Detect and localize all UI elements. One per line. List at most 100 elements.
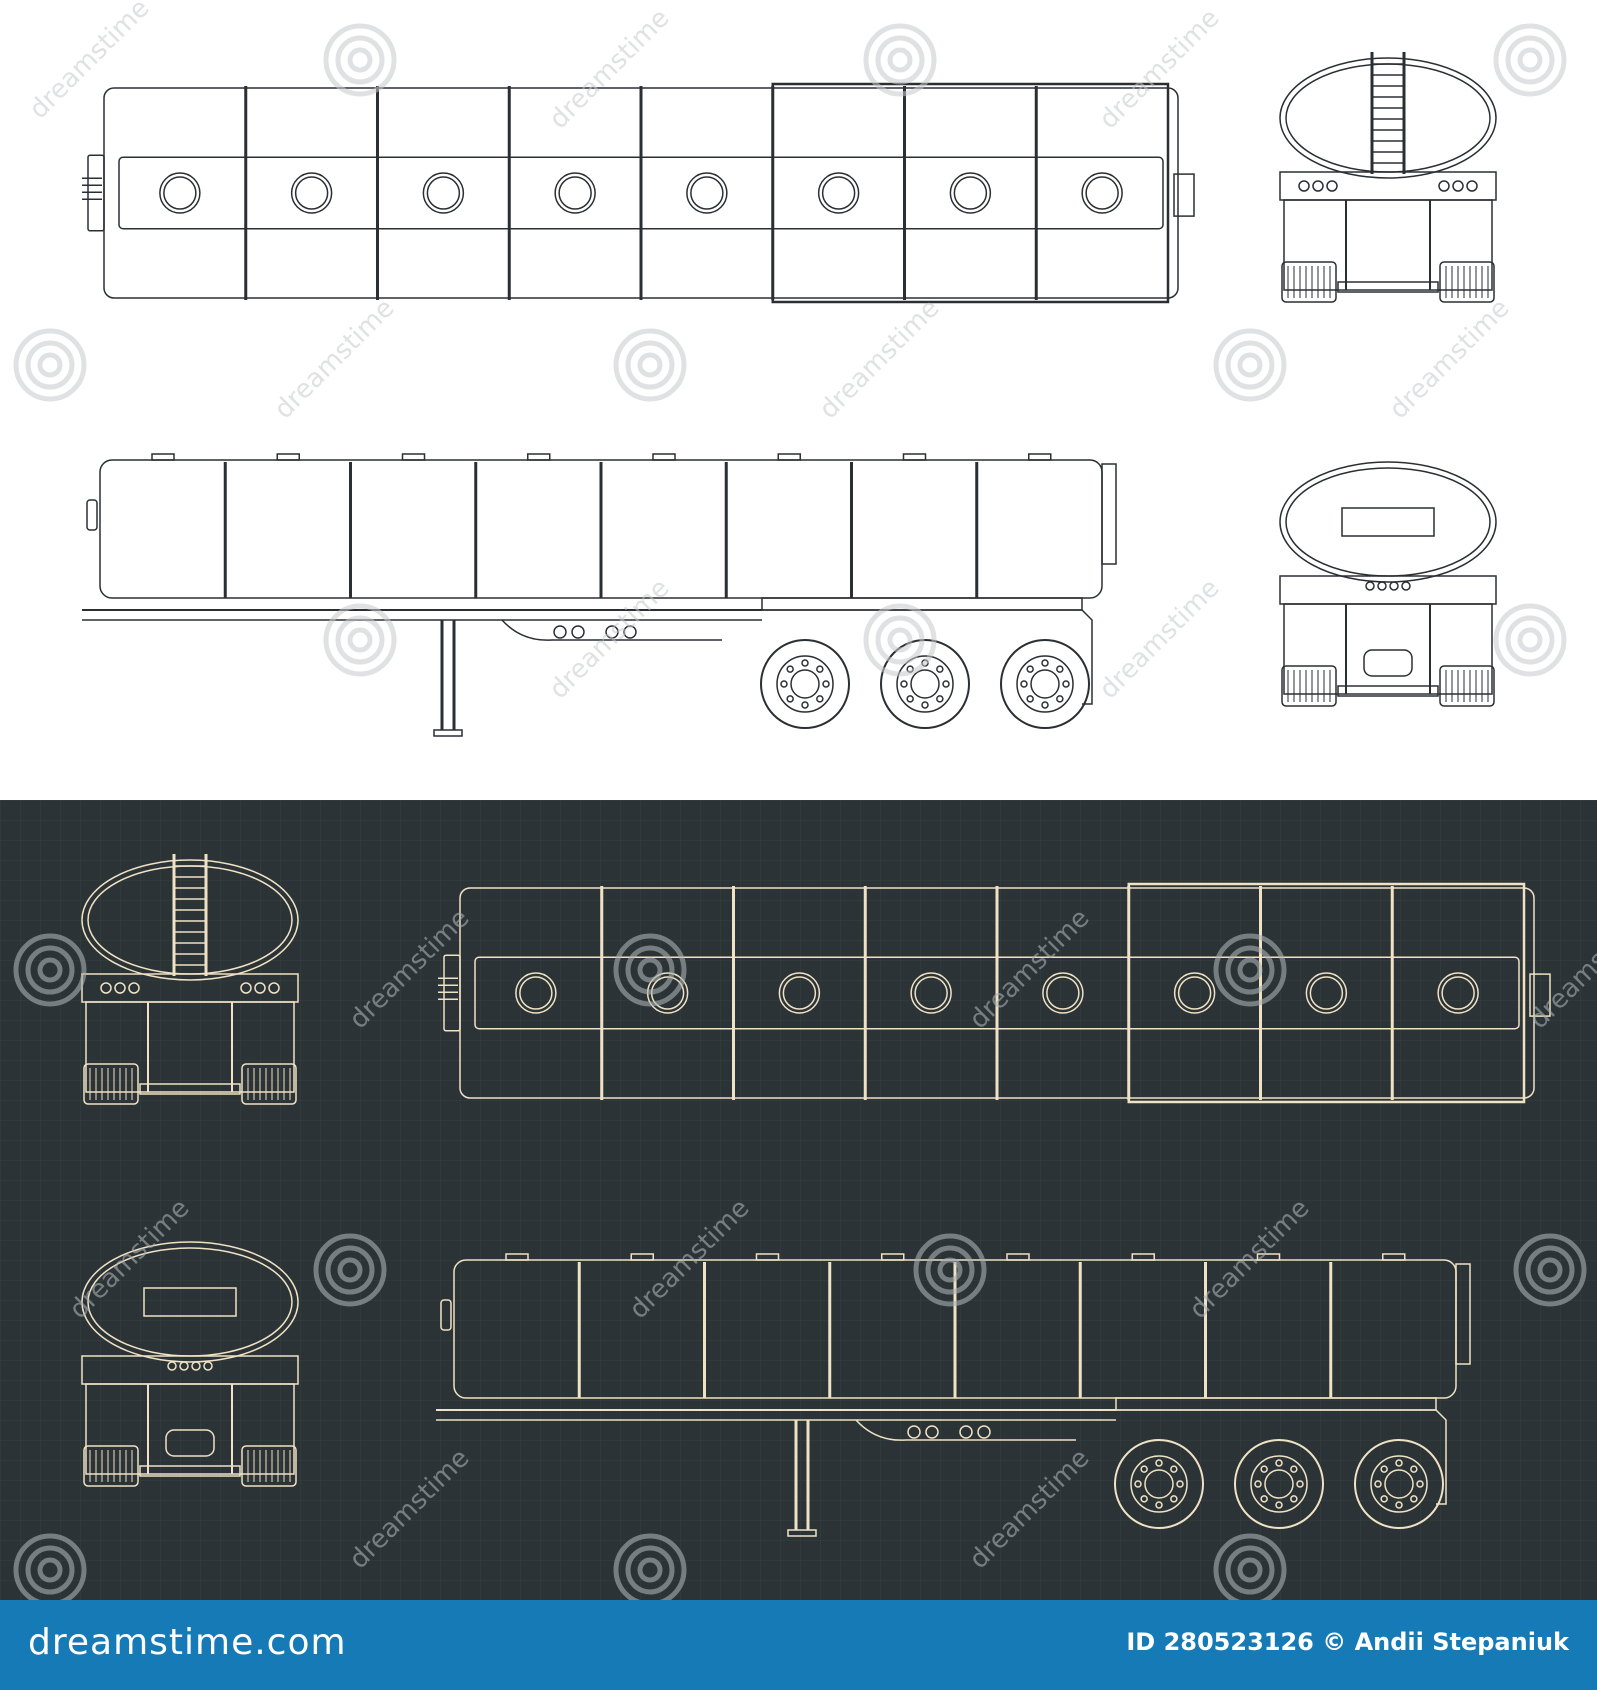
watermark-spiral xyxy=(335,615,385,665)
discharge-valve xyxy=(907,1425,921,1439)
tail-light xyxy=(1438,180,1450,192)
watermark-spiral xyxy=(1537,1257,1563,1283)
manhole-inner xyxy=(519,976,553,1010)
watermark-spiral xyxy=(925,1245,975,1295)
lug-nut xyxy=(1140,1495,1148,1503)
lug-nut xyxy=(1395,1501,1403,1509)
watermark-spiral xyxy=(1225,945,1275,995)
tank-shell xyxy=(81,1241,299,1363)
top-hatch xyxy=(401,453,426,461)
manhole-outer xyxy=(1173,972,1216,1014)
manhole-inner xyxy=(294,176,329,210)
tank-shell-inner xyxy=(1285,63,1491,173)
lug-nut xyxy=(1056,665,1064,673)
watermark-spiral xyxy=(1505,615,1555,665)
lug-nut xyxy=(1176,1480,1184,1488)
manhole-outer xyxy=(949,172,992,214)
wheel-set xyxy=(83,1063,139,1105)
watermark-spiral xyxy=(637,352,663,378)
leg-foot xyxy=(787,1529,817,1537)
manhole-outer xyxy=(1042,972,1084,1014)
top-hatch xyxy=(1382,1253,1406,1261)
watermark-spiral xyxy=(1525,1245,1575,1295)
watermark-spiral xyxy=(887,627,913,653)
manhole-inner xyxy=(1441,976,1475,1010)
discharge-pipe xyxy=(501,619,722,641)
discharge-valve xyxy=(605,625,619,639)
blueprint-grid xyxy=(0,800,1597,1600)
wheel-rim xyxy=(896,655,954,713)
top-hatch xyxy=(881,1253,905,1261)
watermark-spiral xyxy=(13,933,87,1007)
manhole-inner xyxy=(690,176,724,210)
lug-nut xyxy=(801,701,809,709)
valve xyxy=(1377,581,1387,591)
watermark-text: dreamstime xyxy=(269,293,401,425)
tank-shell xyxy=(1279,461,1497,583)
lug-nut xyxy=(936,695,944,703)
watermark-spiral xyxy=(613,328,687,402)
differential xyxy=(165,1429,215,1457)
wheel-hub xyxy=(790,669,820,699)
watermark-text: dreamstime xyxy=(1094,573,1226,705)
lug-nut xyxy=(1395,1459,1403,1467)
lug-nut xyxy=(1170,1495,1178,1503)
top-hatch xyxy=(1028,453,1052,461)
watermark-spiral xyxy=(1225,1545,1275,1595)
axle xyxy=(139,1465,241,1477)
lug-nut xyxy=(921,701,929,709)
lug-nut xyxy=(1275,1459,1283,1467)
manhole-inner xyxy=(1085,176,1119,210)
watermark-spiral xyxy=(637,957,663,983)
lug-nut xyxy=(786,695,794,703)
watermark-spiral xyxy=(1237,957,1263,983)
chassis-box xyxy=(1283,603,1493,695)
front-cap xyxy=(440,1299,452,1331)
manhole-outer xyxy=(159,172,201,214)
valve xyxy=(167,1361,177,1371)
wheel-hub xyxy=(910,669,940,699)
tail-light xyxy=(114,982,126,994)
wheel-rim xyxy=(776,655,834,713)
watermark-text: dreamstime xyxy=(814,293,946,425)
top-hatch xyxy=(755,1253,780,1261)
tank-shell-inner xyxy=(1285,467,1491,577)
lug-nut xyxy=(1140,1465,1148,1473)
watermark-spiral xyxy=(613,933,687,1007)
rear-hitch xyxy=(1529,973,1551,1017)
discharge-valve xyxy=(553,625,567,639)
tail-light xyxy=(268,982,280,994)
manhole-outer xyxy=(515,972,557,1014)
brand-label: dreamstime.com xyxy=(28,1622,347,1663)
lug-nut xyxy=(900,680,908,688)
watermark-spiral xyxy=(13,328,87,402)
manhole-outer xyxy=(290,172,333,214)
discharge-valve xyxy=(571,625,585,639)
manhole-outer xyxy=(910,972,952,1014)
valve xyxy=(203,1361,213,1371)
rear-hitch xyxy=(1173,173,1195,217)
manhole-outer xyxy=(422,172,465,214)
light-drawings: dreamstime dreamstime dreamstime dreamstime… xyxy=(13,0,1567,737)
watermark-spiral xyxy=(325,1245,375,1295)
rear-section xyxy=(771,82,1170,304)
front-cap xyxy=(86,499,98,531)
wheel-rim xyxy=(1370,1455,1428,1513)
lug-nut xyxy=(801,659,809,667)
watermark-text: dreamstime xyxy=(24,0,156,125)
top-hatch xyxy=(276,453,300,461)
manhole-inner xyxy=(1309,976,1344,1010)
top-hatch xyxy=(777,453,801,461)
manhole-outer xyxy=(554,172,596,214)
lug-nut xyxy=(1275,1501,1283,1509)
wheel-tire xyxy=(1234,1439,1324,1529)
watermark-footer-bar: dreamstime.com ID 280523126 © Andii Step… xyxy=(0,1600,1597,1690)
lug-nut xyxy=(1170,1465,1178,1473)
watermark-spiral xyxy=(1225,340,1275,390)
manhole-inner xyxy=(558,176,592,210)
watermark-spiral xyxy=(25,945,75,995)
rear-deck xyxy=(761,597,1083,611)
manhole-inner xyxy=(914,976,948,1010)
tail-light xyxy=(1466,180,1478,192)
